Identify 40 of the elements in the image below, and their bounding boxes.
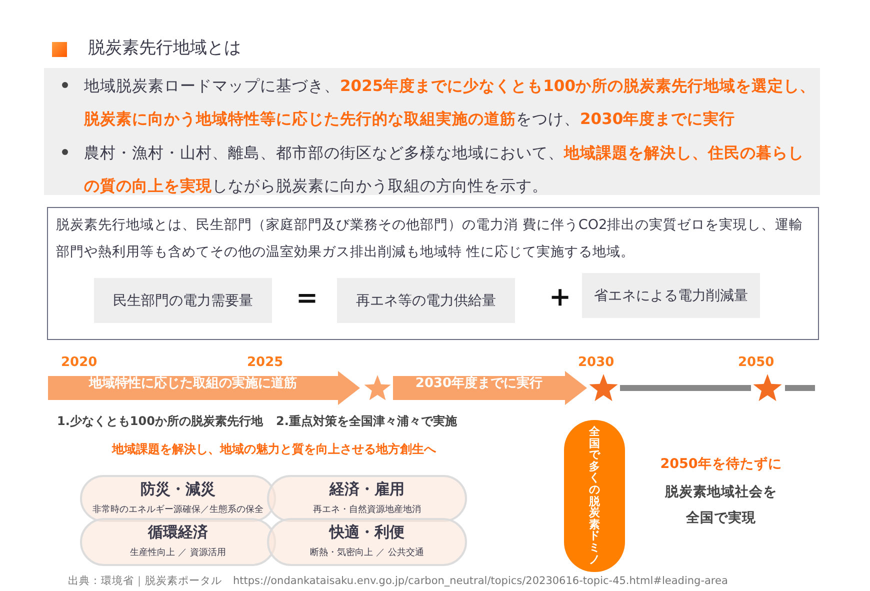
year-label: 2030 — [578, 355, 614, 370]
star-icon — [363, 374, 392, 402]
equals-sign: ＝ — [292, 279, 322, 317]
term-box: 省エネによる電力削減量 — [582, 273, 760, 318]
edge-label: 2030年度までに実行 — [415, 376, 543, 391]
star-icon — [752, 373, 783, 403]
year-label: 2020 — [61, 355, 98, 370]
benefit-pill — [267, 518, 467, 566]
plus-sign: ＋ — [545, 278, 575, 316]
definition-panel — [47, 207, 819, 340]
timeline-arrow — [393, 371, 587, 405]
goal-text: 2050年を待たずに — [659, 455, 783, 473]
goal-text: 脱炭素地域社会を全国で実現 — [664, 483, 778, 528]
timeline-line — [785, 385, 815, 391]
benefit-heading: 快適・利便 — [328, 523, 406, 542]
source-note: 出典：環境省｜脱炭素ポータル https://ondankataisaku.env.go.jp/carbon_neutral/topics/20230616-topic-45.html#leading-area — [68, 574, 728, 588]
step-label: 1.少なくとも100か所の脱炭素先行地 — [57, 413, 263, 430]
term-box: 再エネ等の電力供給量 — [337, 278, 515, 323]
goal-text: 地域課題を解決し、地域の魅力と質を向上させる地方創生へ — [112, 441, 436, 458]
bullet-text: 地域脱炭素ロードマップに基づき、2025年度までに少なくとも100か所の脱炭素先行地域を選定し、脱炭素に向かう地域特性等に応じた先行的な取組実施の道筋をつけ、2030年度までに実行 — [84, 76, 816, 130]
pill-text: 全国で多くの脱炭素ドミノ — [588, 426, 600, 566]
benefit-pill — [267, 475, 467, 522]
title: 脱炭素先行地域とは — [88, 37, 241, 59]
bullet-text: 農村・漁村・山村、離島、都市部の街区など多様な地域において、地域課題を解決し、住民の暮らしの質の向上を実現しながら脱炭素に向かう取組の方向性を示す。 — [84, 143, 805, 197]
year-label: 2025 — [247, 355, 284, 370]
term-box: 民生部門の電力需要量 — [94, 278, 272, 323]
benefit-detail: 非常時のエネルギー源確保／生態系の保全 — [92, 504, 264, 516]
benefit-heading: 循環経済 — [146, 523, 209, 542]
definition-text: 脱炭素先行地域とは、民生部門（家庭部門及び業務その他部門）の電力消 費に伴うCO2排出の実質ゼロを実現し、運輸部門や熱利用等も含めてその他の温室効果ガス排出削減も地域特 性に応じて実施する地域。 — [56, 216, 804, 262]
benefit-heading: 防災・減災 — [140, 480, 216, 499]
timeline-arrow — [48, 371, 360, 405]
edge-label: 地域特性に応じた取組の実施に道筋 — [89, 376, 297, 391]
benefit-heading: 経済・雇用 — [328, 480, 406, 499]
timeline-line — [620, 385, 751, 391]
year-label: 2050 — [738, 355, 774, 370]
star-icon — [588, 373, 619, 403]
benefit-detail: 再エネ・自然資源地産地消 — [312, 504, 422, 516]
benefit-detail: 断熱・気密向上 ／ 公共交通 — [309, 546, 425, 559]
benefit-detail: 生産性向上 ／ 資源活用 — [129, 546, 227, 559]
step-label: 2.重点対策を全国津々浦々で実施 — [276, 413, 457, 430]
